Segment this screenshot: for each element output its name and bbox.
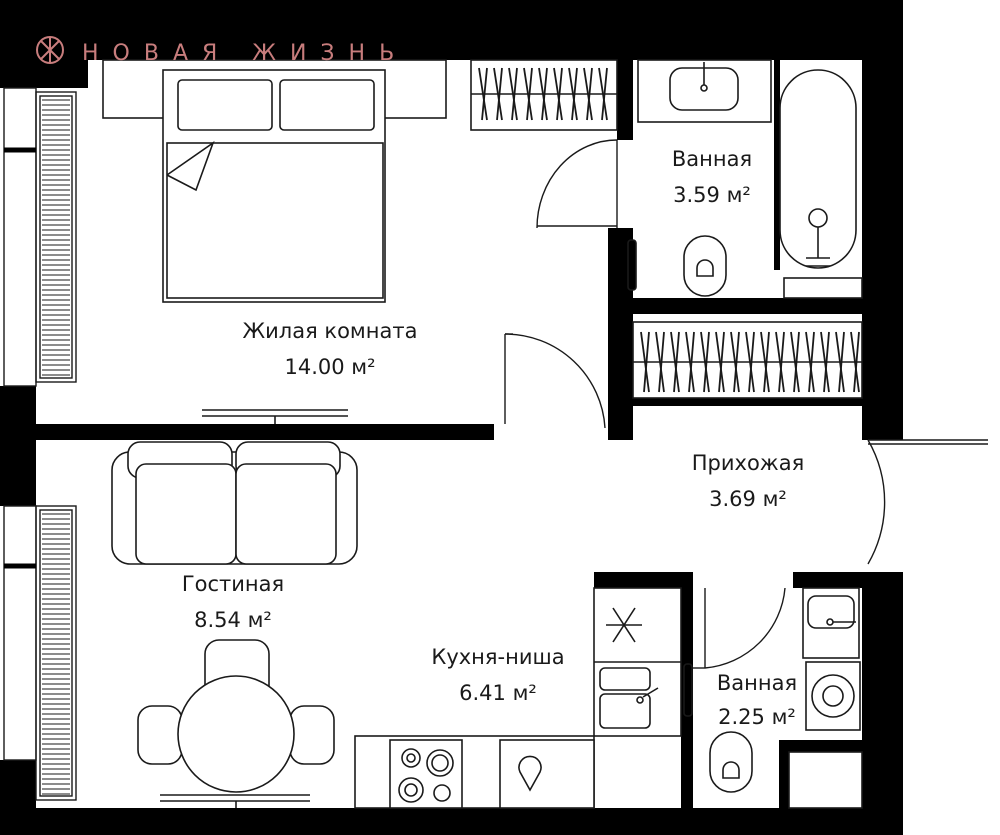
hallway-area: 3.69 м² [709, 487, 787, 511]
sofa [111, 441, 358, 565]
kitchen-name: Кухня-ниша [431, 645, 564, 669]
walls [0, 0, 903, 835]
living-radiator [160, 794, 310, 808]
bathroom1-fixtures [627, 59, 863, 299]
bathroom2-name: Ванная [717, 671, 797, 695]
living-area: 8.54 м² [194, 608, 272, 632]
windows [3, 87, 77, 801]
wardrobe-hall-hangers [633, 331, 862, 393]
living-name: Гостиная [182, 572, 284, 596]
brand-name: НОВАЯ ЖИЗНЬ [82, 41, 408, 66]
bathroom2-fixtures [683, 587, 863, 809]
bedroom-area: 14.00 м² [284, 355, 375, 379]
room-labels: Ванная 3.59 м² Жилая комната 14.00 м² Пр… [182, 147, 804, 729]
bedroom-radiator [202, 409, 348, 424]
window-slats [42, 99, 70, 795]
bedroom-name: Жилая комната [243, 319, 418, 343]
dining-table [137, 639, 335, 793]
kitchen-fixtures [354, 587, 682, 809]
bathroom1-area: 3.59 м² [673, 183, 751, 207]
hallway-name: Прихожая [692, 451, 804, 475]
bathroom1-name: Ванная [672, 147, 752, 171]
wardrobe-top-hangers [471, 67, 617, 121]
doors [504, 139, 988, 669]
kitchen-area: 6.41 м² [459, 681, 537, 705]
ornament-logo-icon [36, 36, 64, 64]
bathroom2-area: 2.25 м² [718, 705, 796, 729]
bed [102, 59, 447, 303]
brand-logo: НОВАЯ ЖИЗНЬ [36, 36, 408, 66]
